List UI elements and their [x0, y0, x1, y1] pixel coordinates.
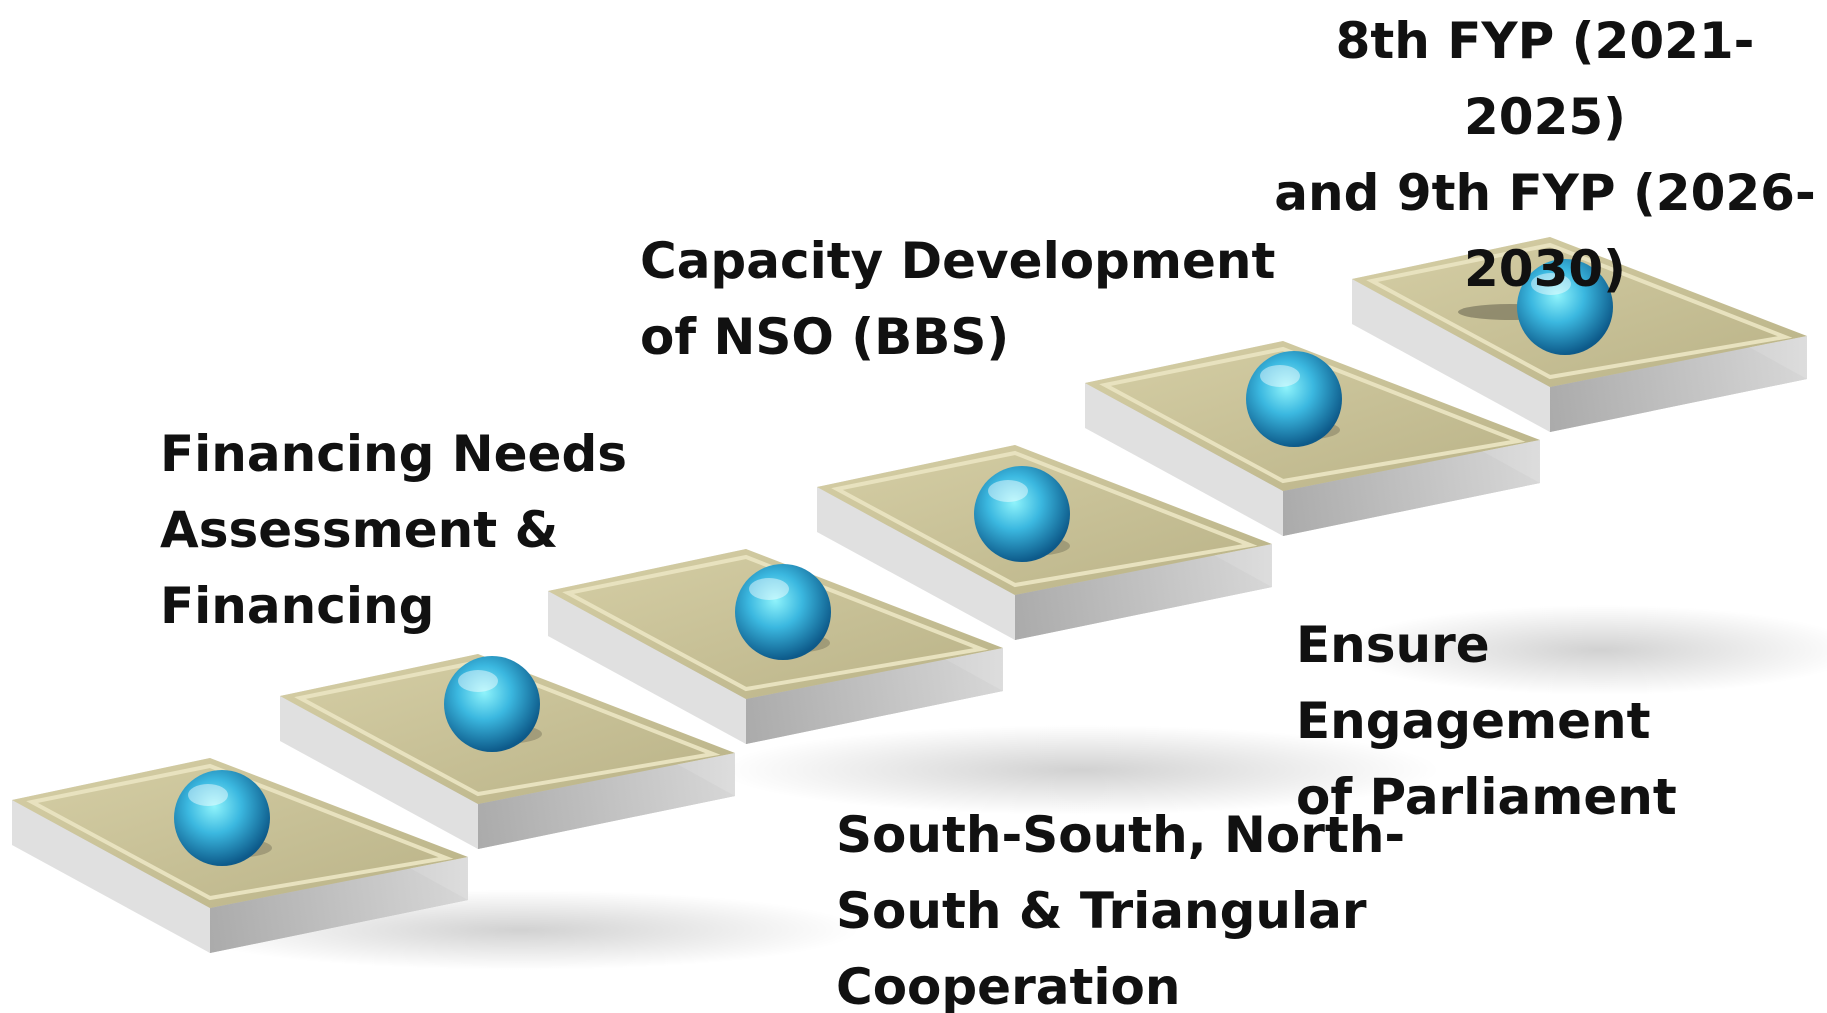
sphere-step-2 — [444, 656, 540, 752]
label-cooperation: South-South, North- South & Triangular C… — [836, 806, 1406, 1013]
step-3 — [548, 549, 1003, 744]
step-6 — [1352, 237, 1807, 432]
sphere-step-1 — [174, 770, 270, 866]
step-1 — [12, 758, 468, 953]
label-five-year-plans: 8th FYP (2021-2025) and 9th FYP (2026- 2… — [1274, 12, 1816, 298]
sphere-step-5 — [1246, 351, 1342, 447]
label-financing-needs: Financing Needs Assessment & Financing — [160, 425, 628, 635]
sphere-step-3 — [735, 564, 831, 660]
sphere-step-6 — [1517, 259, 1613, 355]
label-capacity-development: Capacity Development of NSO (BBS) — [640, 232, 1276, 366]
sphere-step-4 — [974, 466, 1070, 562]
label-parliament-engagement: Ensure Engagement of Parliament — [1296, 616, 1677, 826]
step-4 — [817, 445, 1272, 640]
step-2 — [280, 654, 735, 849]
step-5 — [1085, 341, 1540, 536]
